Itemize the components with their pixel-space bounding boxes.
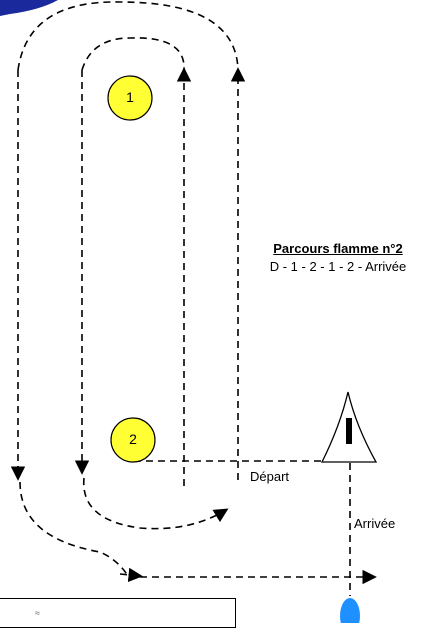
legend-box: ≈: [0, 598, 236, 628]
course-sequence: D - 1 - 2 - 1 - 2 - Arrivée: [269, 259, 407, 274]
buoy-2: [110, 417, 156, 463]
buoy-2-label: 2: [129, 431, 137, 447]
course-title: Parcours flamme n°2: [273, 241, 403, 256]
buoy-1: [107, 75, 153, 121]
finish-buoy: [340, 598, 360, 623]
inner-loop-top-arc: [81, 37, 185, 71]
corner-logo-shape: [0, 0, 58, 16]
start-label: Départ: [250, 469, 290, 484]
inner-loop-bottom-arc: [83, 477, 229, 530]
finish-label: Arrivée: [354, 516, 396, 531]
outer-loop-top-arc: [17, 1, 239, 71]
outer-arc-arrow: [119, 567, 143, 583]
buoy-1-label: 1: [126, 89, 134, 105]
outer-loop-bottom-arc: [19, 481, 129, 577]
legend-mark: ≈: [35, 608, 40, 618]
flag-pole: [346, 418, 352, 444]
